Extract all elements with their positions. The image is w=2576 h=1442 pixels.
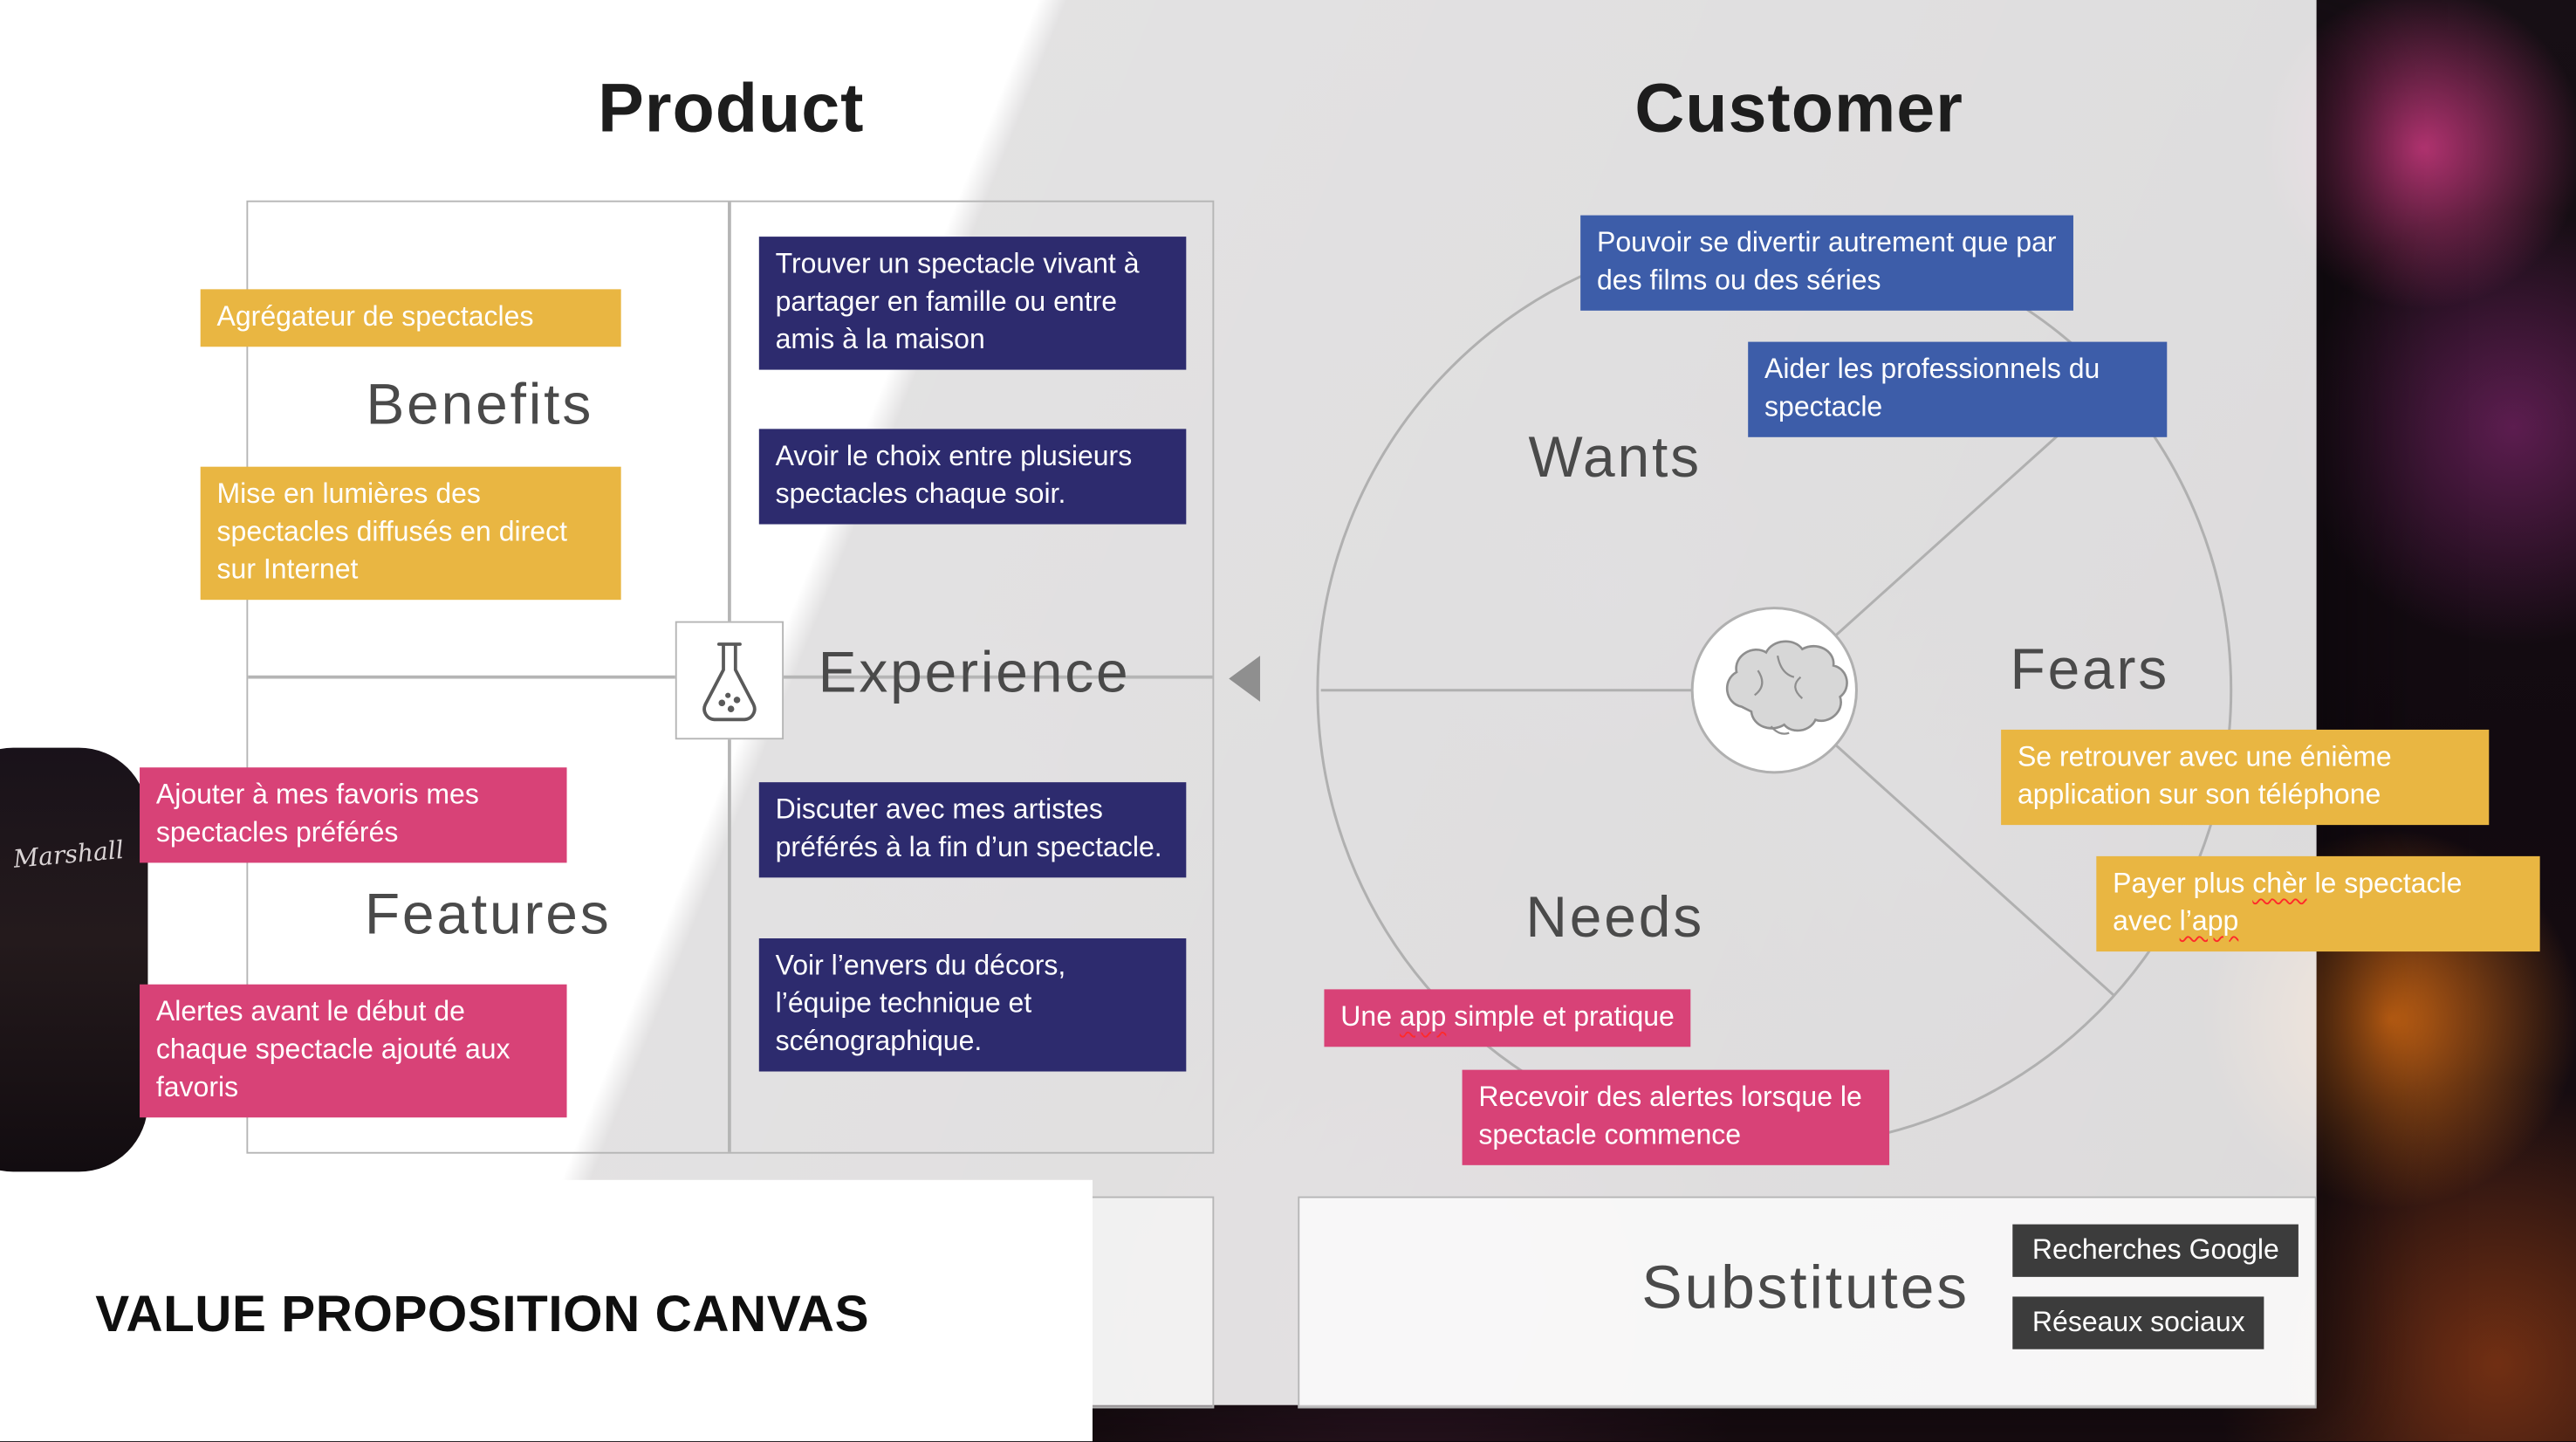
customer-title: Customer <box>1634 69 1963 147</box>
note-live-streaming: Mise en lumières des spectacles diffusés… <box>200 466 621 600</box>
page-title: VALUE PROPOSITION CANVAS <box>95 1285 870 1343</box>
customer-circle-diagram <box>1316 231 2233 1149</box>
product-title: Product <box>598 69 865 147</box>
section-label-benefits: Benefits <box>366 373 594 437</box>
section-label-features: Features <box>364 882 612 947</box>
section-label-needs: Needs <box>1525 885 1704 951</box>
flask-icon <box>702 642 757 722</box>
section-label-wants: Wants <box>1528 425 1702 491</box>
note-text-fragment-misspelled: l’app <box>2179 905 2239 937</box>
section-label-fears: Fears <box>2010 637 2170 702</box>
note-text-fragment: simple et pratique <box>1446 1000 1675 1033</box>
note-social-networks: Réseaux sociaux <box>2012 1296 2265 1349</box>
note-simple-app: Une app simple et pratique <box>1324 989 1691 1047</box>
note-aggregator: Agrégateur de spectacles <box>200 289 621 347</box>
note-text-fragment: le spectacle avec <box>2113 868 2463 937</box>
note-add-favorites: Ajouter à mes favoris mes spectacles pré… <box>140 767 567 863</box>
marshall-logo: Marshall <box>11 834 126 875</box>
note-text-fragment-misspelled: chèr <box>2252 868 2307 899</box>
note-backstage: Voir l’envers du décors, l’équipe techni… <box>758 938 1187 1072</box>
note-find-show: Trouver un spectacle vivant à partager e… <box>758 237 1187 370</box>
note-text-fragment-misspelled: app <box>1399 1000 1447 1033</box>
amplifier-photo-cutout: Marshall <box>0 747 148 1172</box>
note-receive-alerts: Recevoir des alertes lorsque le spectacl… <box>1462 1069 1890 1165</box>
note-pay-more: Payer plus chèr le spectacle avec l’app <box>2096 855 2540 951</box>
arrow-left-icon <box>1229 656 1261 702</box>
note-another-app: Se retrouver avec une énième application… <box>2001 729 2490 825</box>
note-show-choice: Avoir le choix entre plusieurs spectacle… <box>758 429 1187 525</box>
note-discuss-artists: Discuter avec mes artistes préférés à la… <box>758 782 1187 878</box>
experience-icon-box <box>675 621 784 740</box>
section-label-substitutes: Substitutes <box>1641 1253 1970 1322</box>
note-entertain-differently: Pouvoir se divertir autrement que par de… <box>1580 215 2073 311</box>
note-text-fragment: Payer plus <box>2113 868 2253 899</box>
brain-icon <box>1725 640 1848 735</box>
note-help-professionals: Aider les professionnels du spectacle <box>1748 341 2168 437</box>
section-label-experience: Experience <box>818 641 1131 705</box>
note-text-fragment: Une <box>1340 1000 1400 1033</box>
note-alerts-favorites: Alertes avant le début de chaque spectac… <box>140 984 567 1117</box>
note-google-search: Recherches Google <box>2012 1224 2299 1277</box>
footer-title-card: VALUE PROPOSITION CANVAS <box>0 1179 1093 1442</box>
